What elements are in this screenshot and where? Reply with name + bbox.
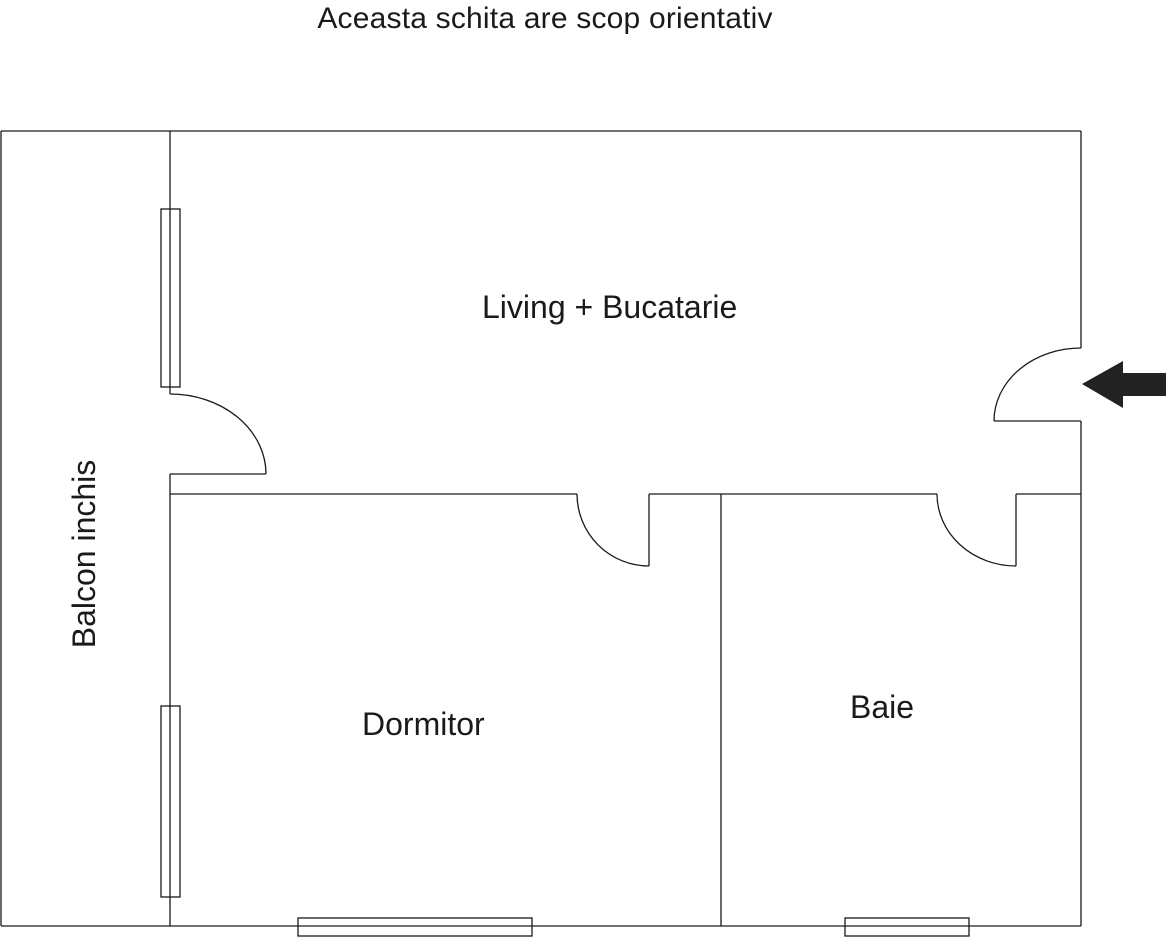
window-dormitor-bottom (297, 917, 533, 937)
room-label-living: Living + Bucatarie (482, 289, 738, 325)
baie-door (936, 493, 1017, 567)
window-baie-bottom (844, 917, 970, 937)
room-label-balcon: Balcon inchis (66, 459, 102, 649)
entrance-arrow-icon (1082, 361, 1166, 408)
plan-title: Aceasta schita are scop orientativ (317, 2, 773, 35)
dormitor-door (576, 493, 650, 567)
balcony-door (169, 393, 267, 475)
room-label-baie: Baie (850, 689, 915, 725)
window-living-balcony (160, 208, 181, 388)
window-dormitor-balcony (160, 705, 181, 898)
entrance-door (993, 347, 1082, 422)
room-label-dormitor: Dormitor (362, 706, 485, 742)
